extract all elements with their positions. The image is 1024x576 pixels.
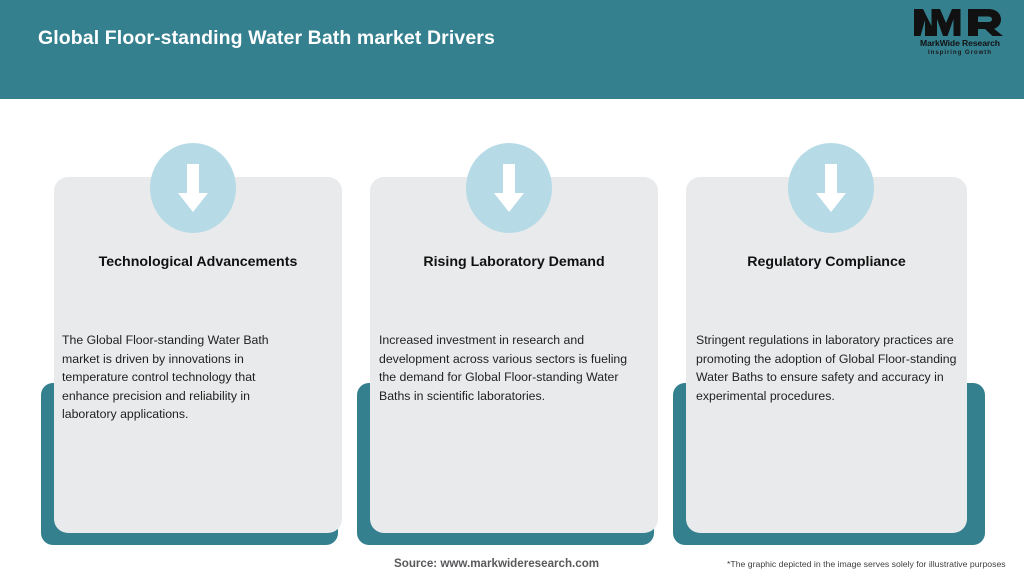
logo-mark-icon [914, 9, 1003, 36]
card-icon-badge [466, 143, 552, 233]
logo-tagline: Inspiring Growth [928, 49, 992, 56]
card-icon-badge [150, 143, 236, 233]
footer-source-label: Source: www.markwideresearch.com [394, 557, 600, 570]
card-panel [54, 177, 342, 533]
arrow-down-icon [494, 164, 524, 212]
arrow-down-icon [816, 164, 846, 212]
card-title: Regulatory Compliance [747, 254, 906, 270]
logo: MarkWide Research Inspiring Growth [908, 7, 1012, 63]
card-body-text: The Global Floor-standing Water Bath mar… [62, 333, 269, 422]
arrow-down-icon [178, 164, 208, 212]
card-panel [686, 177, 967, 533]
logo-company-name: MarkWide Research [920, 38, 1000, 48]
card-body-text: Increased investment in research and dev… [379, 333, 628, 403]
page-title: Global Floor-standing Water Bath market … [38, 27, 495, 49]
card-body-text: Stringent regulations in laboratory prac… [696, 333, 957, 403]
card-icon-badge [788, 143, 874, 233]
header-bar [0, 0, 1024, 99]
card-panel [370, 177, 658, 533]
footer-disclaimer-label: *The graphic depicted in the image serve… [727, 559, 1006, 569]
card-title: Technological Advancements [98, 254, 298, 270]
card-title: Rising Laboratory Demand [423, 254, 605, 270]
